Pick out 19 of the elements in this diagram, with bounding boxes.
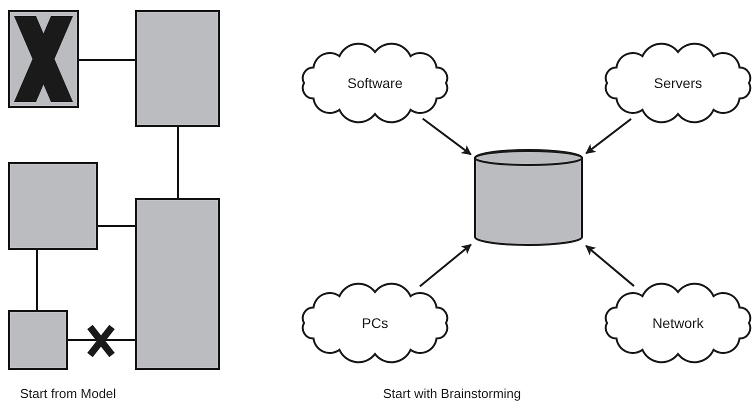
node-label: Servers [654,75,702,91]
block-box [8,310,68,370]
node-label: Network [652,315,704,331]
arrow [585,245,635,287]
connector-line [68,339,135,341]
connector-line [177,127,179,198]
block-box [135,198,220,370]
panel-caption: Start from Model [20,386,116,401]
arrow [419,244,472,288]
node-label: Software [347,75,403,91]
block-box [8,162,98,250]
arrow [422,118,472,156]
panel-caption: Start with Brainstorming [383,386,521,401]
arrow [585,118,632,154]
connector-line [79,59,135,61]
connector-line [36,250,38,310]
connector-line [98,225,135,227]
block-box [135,10,220,127]
node-label: PCs [362,315,388,331]
